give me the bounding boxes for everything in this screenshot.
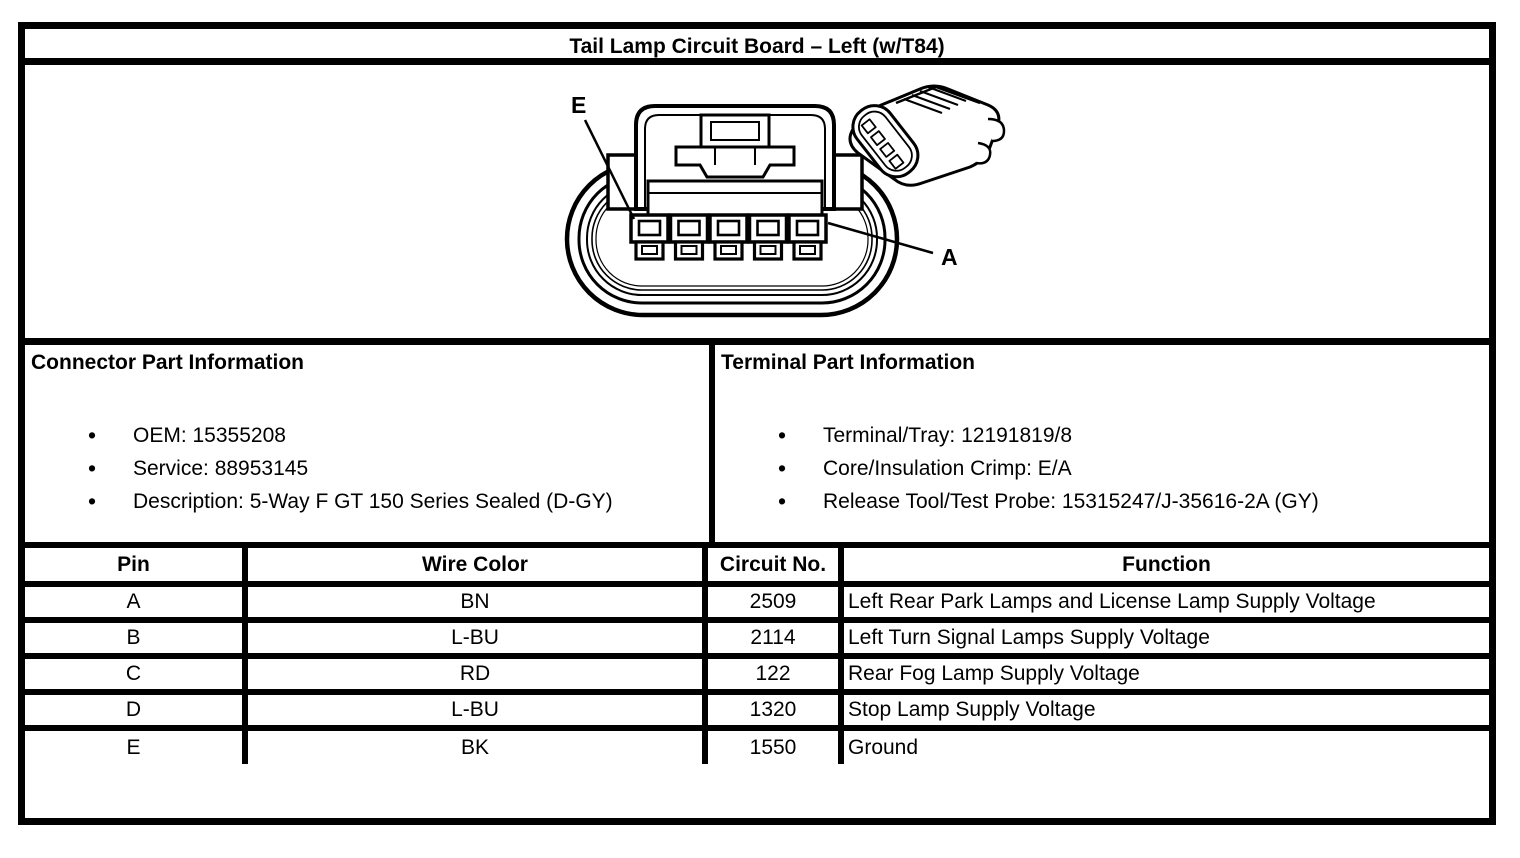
pin-cell: C: [25, 653, 248, 695]
spec-item-oem: OEM: 15355208: [31, 419, 709, 452]
pin-terminals: [629, 213, 828, 261]
circuit-no-cell: 2509: [702, 581, 844, 623]
function-cell: Left Rear Park Lamps and License Lamp Su…: [838, 581, 1489, 623]
leader-line-a: [827, 221, 934, 255]
pin-cell: D: [25, 689, 248, 731]
connector-info-heading: Connector Part Information: [31, 351, 305, 374]
wire-color-cell: BN: [242, 581, 708, 623]
terminal-info-list: Terminal/Tray: 12191819/8 Core/Insulatio…: [721, 419, 1489, 518]
circuit-no-cell: 2114: [702, 617, 844, 659]
wire-color-cell: RD: [242, 653, 708, 695]
pin-cell: B: [25, 617, 248, 659]
table-row: E BK 1550 Ground: [25, 725, 1489, 764]
connector-3d-view: [848, 84, 1006, 187]
pin-terminal: [747, 213, 789, 261]
wire-color-cell: BK: [242, 725, 708, 764]
circuit-no-cell: 1550: [702, 725, 844, 764]
pin-cell: A: [25, 581, 248, 623]
connector-diagram-area: E A: [25, 65, 1489, 345]
wire-color-cell: L-BU: [242, 689, 708, 731]
spec-item-description: Description: 5-Way F GT 150 Series Seale…: [31, 485, 709, 518]
circuit-no-cell: 122: [702, 653, 844, 695]
connector-info-list: OEM: 15355208 Service: 88953145 Descript…: [31, 419, 709, 518]
spec-item-crimp: Core/Insulation Crimp: E/A: [721, 452, 1489, 485]
pin-terminal: [668, 213, 710, 261]
column-header-function: Function: [838, 548, 1489, 587]
document-frame: Tail Lamp Circuit Board – Left (w/T84): [18, 22, 1496, 825]
leader-line-e: [583, 119, 636, 220]
spec-item-terminal-tray: Terminal/Tray: 12191819/8: [721, 419, 1489, 452]
table-header-row: Pin Wire Color Circuit No. Function: [25, 548, 1489, 587]
function-cell: Rear Fog Lamp Supply Voltage: [838, 653, 1489, 695]
pin-terminal: [708, 213, 749, 261]
circuit-no-cell: 1320: [702, 689, 844, 731]
spec-item-service: Service: 88953145: [31, 452, 709, 485]
connector-diagram: E A: [564, 84, 1006, 318]
function-cell: Left Turn Signal Lamps Supply Voltage: [838, 617, 1489, 659]
column-header-pin: Pin: [25, 548, 248, 587]
latch-housing: [606, 104, 864, 217]
table-row: A BN 2509 Left Rear Park Lamps and Licen…: [25, 581, 1489, 623]
part-information-row: Connector Part Information OEM: 15355208…: [25, 345, 1489, 548]
column-header-circuit-no: Circuit No.: [702, 548, 844, 587]
table-row: C RD 122 Rear Fog Lamp Supply Voltage: [25, 653, 1489, 695]
table-row: B L-BU 2114 Left Turn Signal Lamps Suppl…: [25, 617, 1489, 659]
wire-color-cell: L-BU: [242, 617, 708, 659]
terminal-info-heading: Terminal Part Information: [721, 351, 975, 374]
pin-terminal: [629, 213, 670, 261]
column-header-wire-color: Wire Color: [242, 548, 708, 587]
connector-part-information-panel: Connector Part Information OEM: 15355208…: [25, 345, 715, 542]
pin-cell: E: [25, 725, 248, 764]
pin-e-label: E: [571, 92, 586, 118]
function-cell: Ground: [838, 725, 1489, 764]
page-title: Tail Lamp Circuit Board – Left (w/T84): [25, 29, 1489, 65]
table-row: D L-BU 1320 Stop Lamp Supply Voltage: [25, 689, 1489, 731]
pin-terminal: [787, 213, 828, 261]
pin-a-label: A: [941, 244, 958, 270]
function-cell: Stop Lamp Supply Voltage: [838, 689, 1489, 731]
pin-table: Pin Wire Color Circuit No. Function A BN…: [25, 548, 1489, 764]
terminal-part-information-panel: Terminal Part Information Terminal/Tray:…: [715, 345, 1489, 542]
spec-item-release-tool: Release Tool/Test Probe: 15315247/J-3561…: [721, 485, 1489, 518]
